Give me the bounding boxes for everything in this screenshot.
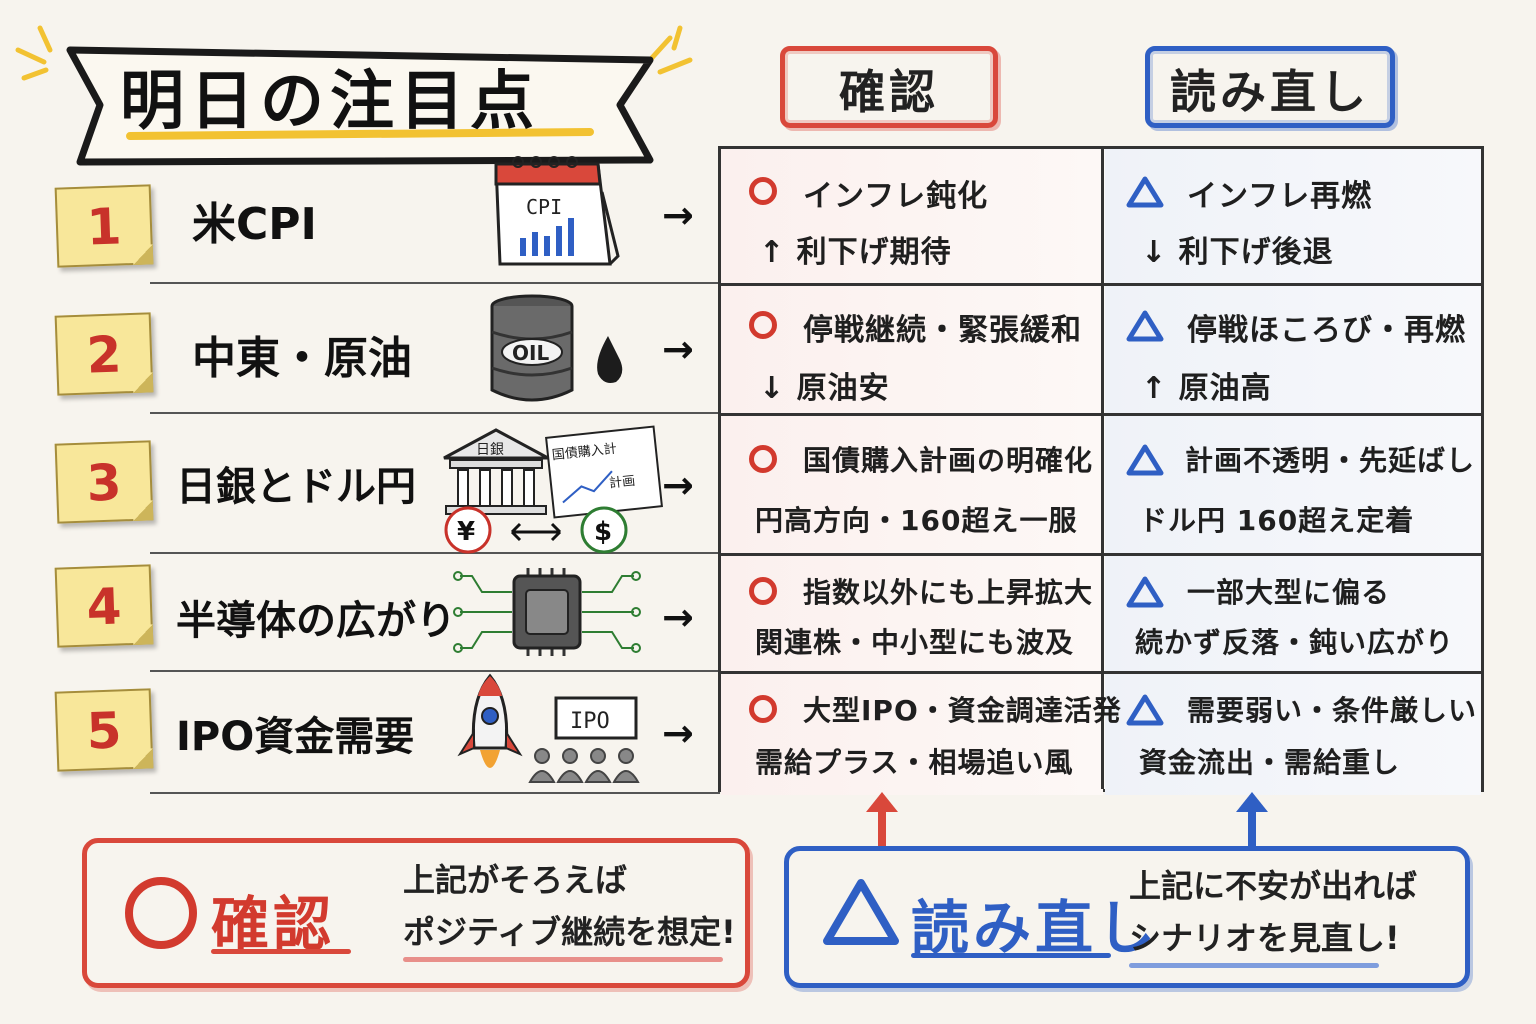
confirm-line-2: 円高方向・160超え一服 <box>755 504 1078 537</box>
item-label-ipo: IPO資金需要 <box>176 714 415 760</box>
legend-confirm-word: 確認 <box>211 890 336 958</box>
rocket-icon <box>457 673 523 768</box>
arrow-right-icon: → <box>662 711 694 755</box>
calendar-chart-icon: CPI <box>494 156 620 266</box>
rethink-line-2: 資金流出・需給重し <box>1139 746 1401 779</box>
triangle-mark-icon <box>1126 576 1164 608</box>
circle-mark-icon <box>749 445 777 473</box>
legend-rethink-desc-1: 上記に不安が出れば <box>1129 867 1418 905</box>
underline-decoration <box>211 949 351 954</box>
arrow-up-icon <box>866 792 898 848</box>
rethink-line-1: 計画不透明・先延ばし <box>1185 444 1476 477</box>
column-header-rethink: 読み直し <box>1145 46 1395 128</box>
row-divider <box>150 792 720 794</box>
underline-decoration <box>911 953 1111 958</box>
rethink-line-2: 続かず反落・鈍い広がり <box>1135 626 1455 659</box>
number-note-2: 2 <box>54 312 154 396</box>
arrow-right-icon: → <box>662 595 694 639</box>
calendar-label: CPI <box>526 195 562 219</box>
confirm-line-1: 指数以外にも上昇拡大 <box>803 576 1094 609</box>
confirm-line-1: インフレ鈍化 <box>803 179 989 214</box>
document-title: 国債購入計 <box>551 441 617 464</box>
confirm-line-2: ↑ 利下げ期待 <box>759 235 952 270</box>
circle-mark-icon <box>749 177 777 205</box>
title-banner <box>66 46 654 166</box>
triangle-mark-icon <box>1126 176 1164 208</box>
triangle-mark-icon <box>1126 310 1164 342</box>
row-divider <box>150 552 720 554</box>
number-note-3: 3 <box>54 440 154 524</box>
underline-decoration <box>403 957 723 962</box>
legend-confirm: 確認 上記がそろえば ポジティブ継続を想定! <box>82 838 750 988</box>
arrow-right-icon: → <box>662 327 694 371</box>
ipo-audience-icon: IPO <box>528 696 640 783</box>
rethink-line-2: ↓ 利下げ後退 <box>1141 235 1334 270</box>
number-note-5: 5 <box>54 688 154 772</box>
ipo-sign-label: IPO <box>570 709 610 734</box>
document-subtitle: 計画 <box>608 473 636 492</box>
arrow-right-icon: → <box>662 463 694 507</box>
legend-confirm-desc-1: 上記がそろえば <box>403 861 628 899</box>
sparkle-rays-icon <box>15 25 53 81</box>
item-label-cpi: 米CPI <box>192 199 317 250</box>
row-divider <box>150 670 720 672</box>
sparkle-rays-icon <box>647 25 693 75</box>
legend-rethink: 読み直し 上記に不安が出れば シナリオを見直し! <box>784 846 1470 988</box>
item-label-semis: 半導体の広がり <box>176 598 456 644</box>
confirm-line-1: 国債購入計画の明確化 <box>803 444 1094 477</box>
arrow-up-icon <box>1236 792 1268 848</box>
triangle-mark-icon <box>823 879 899 945</box>
confirm-line-2: ↓ 原油安 <box>759 371 890 406</box>
oil-barrel-icon: OIL <box>490 294 623 402</box>
bank-currency-icon: 日銀 国債購入計 計画 ¥ $ <box>443 425 663 554</box>
legend-rethink-desc-2: シナリオを見直し! <box>1129 919 1400 957</box>
triangle-mark-icon <box>1126 694 1164 726</box>
bank-label: 日銀 <box>476 442 504 458</box>
rethink-line-1: 一部大型に偏る <box>1187 576 1391 609</box>
page-title: 明日の注目点 <box>120 65 540 139</box>
confirm-line-1: 停戦継続・緊張緩和 <box>803 313 1082 348</box>
outlook-table: インフレ鈍化 ↑ 利下げ期待 インフレ再燃 ↓ 利下げ後退 停戦継続・緊張緩和 … <box>718 146 1484 795</box>
row-divider <box>150 412 720 414</box>
rethink-line-1: 停戦ほころび・再燃 <box>1187 313 1466 348</box>
circle-mark-icon <box>749 695 777 723</box>
circle-mark-icon <box>125 877 197 949</box>
number-note-4: 4 <box>54 564 154 648</box>
confirm-line-2: 需給プラス・相場追い風 <box>755 746 1074 779</box>
rethink-line-1: インフレ再燃 <box>1187 179 1373 214</box>
svg-text:$: $ <box>594 517 612 547</box>
legend-rethink-word: 読み直し <box>911 894 1160 962</box>
legend-confirm-desc-2: ポジティブ継続を想定! <box>403 913 736 951</box>
item-label-oil: 中東・原油 <box>192 333 412 384</box>
svg-text:¥: ¥ <box>457 517 475 547</box>
barrel-label: OIL <box>512 341 549 365</box>
rethink-line-1: 需要弱い・条件厳しい <box>1187 694 1478 727</box>
item-label-boj: 日銀とドル円 <box>176 464 416 510</box>
underline-decoration <box>1129 963 1379 968</box>
number-note-1: 1 <box>54 184 154 268</box>
circle-mark-icon <box>749 577 777 605</box>
arrow-right-icon: → <box>662 193 694 237</box>
rethink-line-2: ドル円 160超え定着 <box>1139 504 1415 537</box>
circle-mark-icon <box>749 311 777 339</box>
confirm-line-1: 大型IPO・資金調達活発 <box>803 694 1122 727</box>
confirm-line-2: 関連株・中小型にも波及 <box>755 626 1075 659</box>
triangle-mark-icon <box>1126 444 1164 476</box>
column-header-confirm: 確認 <box>780 46 998 128</box>
chip-icon <box>453 568 641 656</box>
row-divider <box>150 282 720 284</box>
rethink-line-2: ↑ 原油高 <box>1141 371 1272 406</box>
